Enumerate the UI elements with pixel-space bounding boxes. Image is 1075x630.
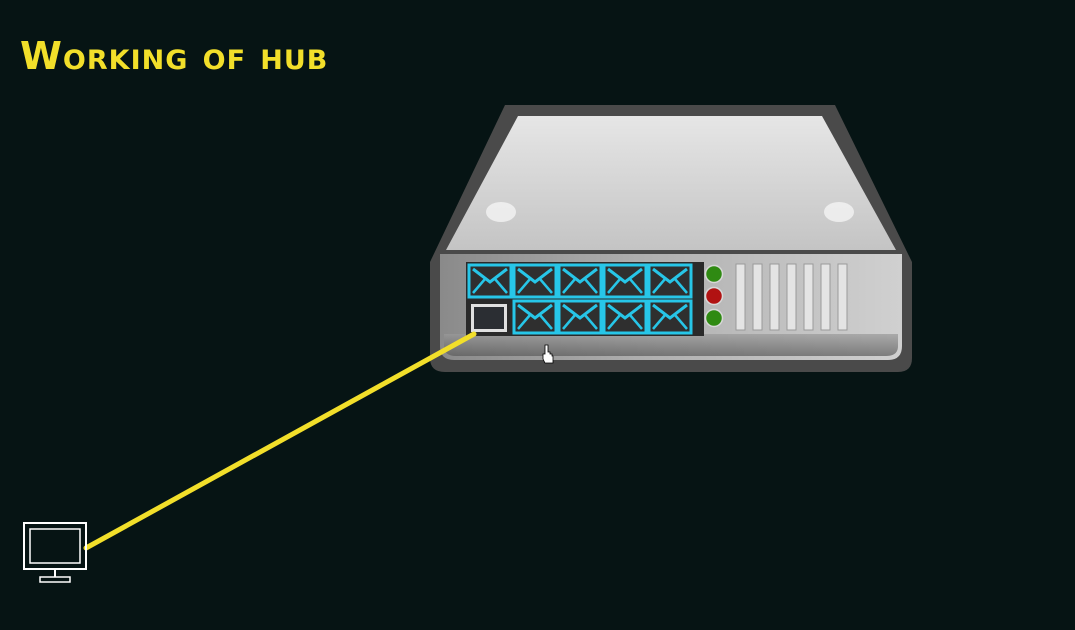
vent-slot <box>769 263 780 331</box>
envelope-icon <box>647 263 693 299</box>
envelope-icon <box>647 299 693 335</box>
envelope-icon <box>557 299 603 335</box>
network-cable <box>83 331 477 551</box>
envelope-icon <box>512 299 558 335</box>
envelope-icon <box>557 263 603 299</box>
page-title: Working of hub <box>20 34 329 78</box>
led-green <box>704 264 724 284</box>
vent-slot <box>735 263 746 331</box>
port-grid <box>467 263 693 335</box>
led-red <box>704 286 724 306</box>
envelope-icon <box>467 263 513 299</box>
vent-slot <box>820 263 831 331</box>
envelope-icon <box>602 263 648 299</box>
led-green <box>704 308 724 328</box>
computer-icon[interactable] <box>23 522 87 583</box>
hand-cursor-icon <box>542 344 554 364</box>
status-leds <box>704 264 724 328</box>
vent-slot <box>803 263 814 331</box>
envelope-icon <box>512 263 558 299</box>
vent-slot <box>752 263 763 331</box>
envelope-icon <box>602 299 648 335</box>
vent-slot <box>786 263 797 331</box>
hub-port[interactable] <box>471 304 507 332</box>
vent-grille <box>735 263 848 331</box>
vent-slot <box>837 263 848 331</box>
